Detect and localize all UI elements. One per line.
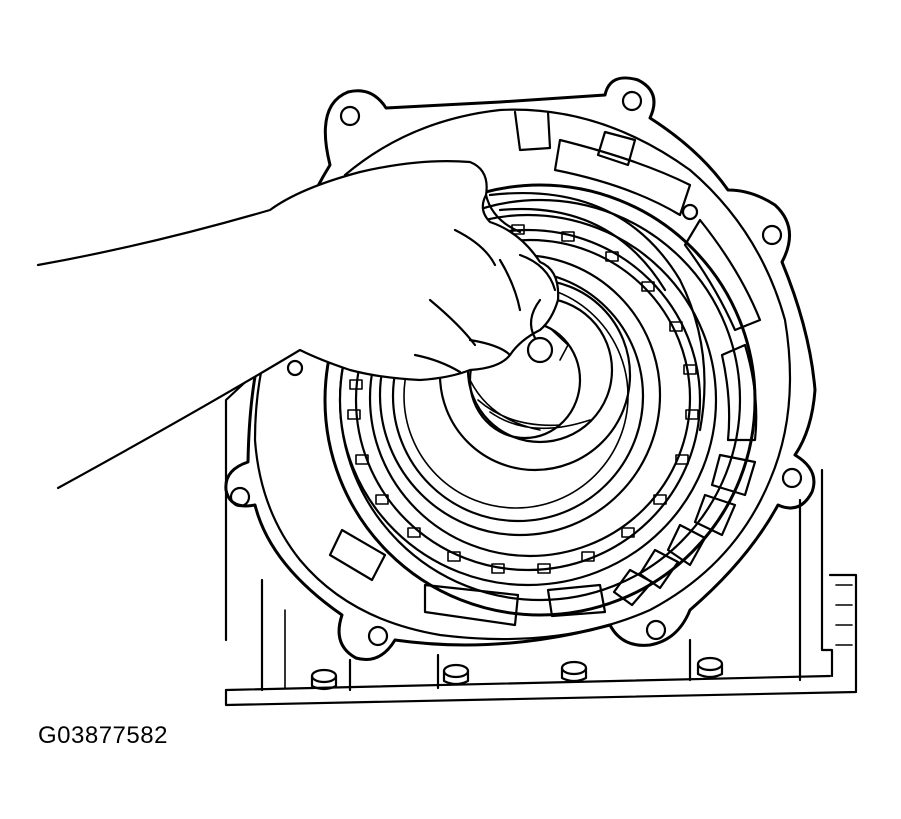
- bolt-hole: [681, 203, 699, 221]
- ring-edge-arcs: [488, 191, 706, 432]
- base-bolts: [310, 656, 724, 691]
- pump-housing: [224, 76, 817, 661]
- bolt: [310, 668, 338, 691]
- bolt-hole: [645, 619, 667, 641]
- hand-illustration: [36, 160, 560, 490]
- bolt-hole: [761, 224, 783, 246]
- bolt: [560, 660, 588, 683]
- bolt: [442, 663, 470, 686]
- ring-teeth: [347, 224, 699, 574]
- transmission-case-base: [224, 370, 858, 707]
- hub-bolt-hole: [526, 336, 554, 364]
- bolt-hole: [229, 486, 251, 508]
- bolt-hole: [781, 467, 803, 489]
- bolt-hole: [367, 625, 389, 647]
- bolt-hole: [621, 90, 643, 112]
- bolt-hole: [339, 105, 361, 127]
- bolt: [696, 656, 724, 679]
- figure-code-label: G03877582: [38, 722, 168, 749]
- bolt-hole: [286, 359, 304, 377]
